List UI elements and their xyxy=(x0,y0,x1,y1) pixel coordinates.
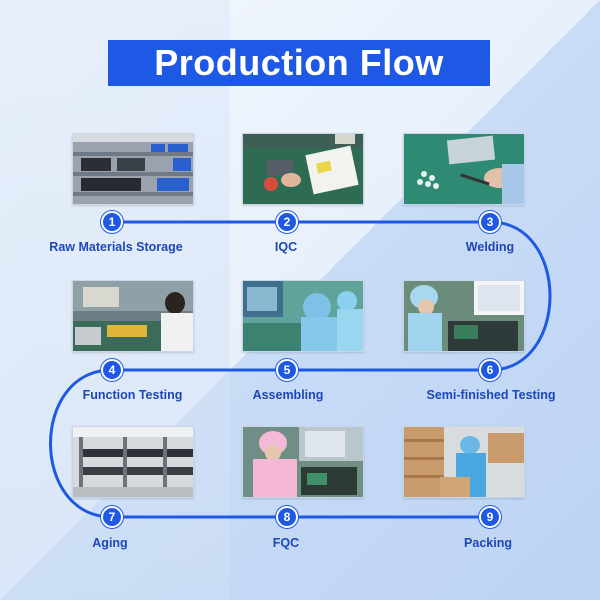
testing-bench-photo xyxy=(72,280,194,352)
inspection-photo xyxy=(242,133,364,205)
step-number-9: 9 xyxy=(479,506,501,528)
final-inspection-photo xyxy=(242,426,364,498)
welding-photo xyxy=(403,133,525,205)
step-label-4: Function Testing xyxy=(82,388,183,402)
step-number-4: 4 xyxy=(101,359,123,381)
step-number-8: 8 xyxy=(276,506,298,528)
step-label-3: Welding xyxy=(465,240,515,254)
step-number-2: 2 xyxy=(276,211,298,233)
step-label-9: Packing xyxy=(464,536,512,550)
step-label-5: Assembling xyxy=(252,388,324,402)
step-label-8: FQC xyxy=(272,536,300,550)
semi-finished-testing-photo xyxy=(403,280,525,352)
aging-racks-photo xyxy=(72,426,194,498)
warehouse-shelves-photo xyxy=(72,133,194,205)
step-number-3: 3 xyxy=(479,211,501,233)
step-label-2: IQC xyxy=(274,240,298,254)
step-label-1: Raw Materials Storage xyxy=(49,240,183,254)
title-banner: Production Flow xyxy=(108,40,490,86)
step-number-7: 7 xyxy=(101,506,123,528)
step-number-6: 6 xyxy=(479,359,501,381)
step-number-1: 1 xyxy=(101,211,123,233)
page-title: Production Flow xyxy=(154,42,444,83)
assembly-line-photo xyxy=(242,280,364,352)
step-label-7: Aging xyxy=(92,536,128,550)
step-number-5: 5 xyxy=(276,359,298,381)
packing-photo xyxy=(403,426,525,498)
step-label-6: Semi-finished Testing xyxy=(426,388,556,402)
